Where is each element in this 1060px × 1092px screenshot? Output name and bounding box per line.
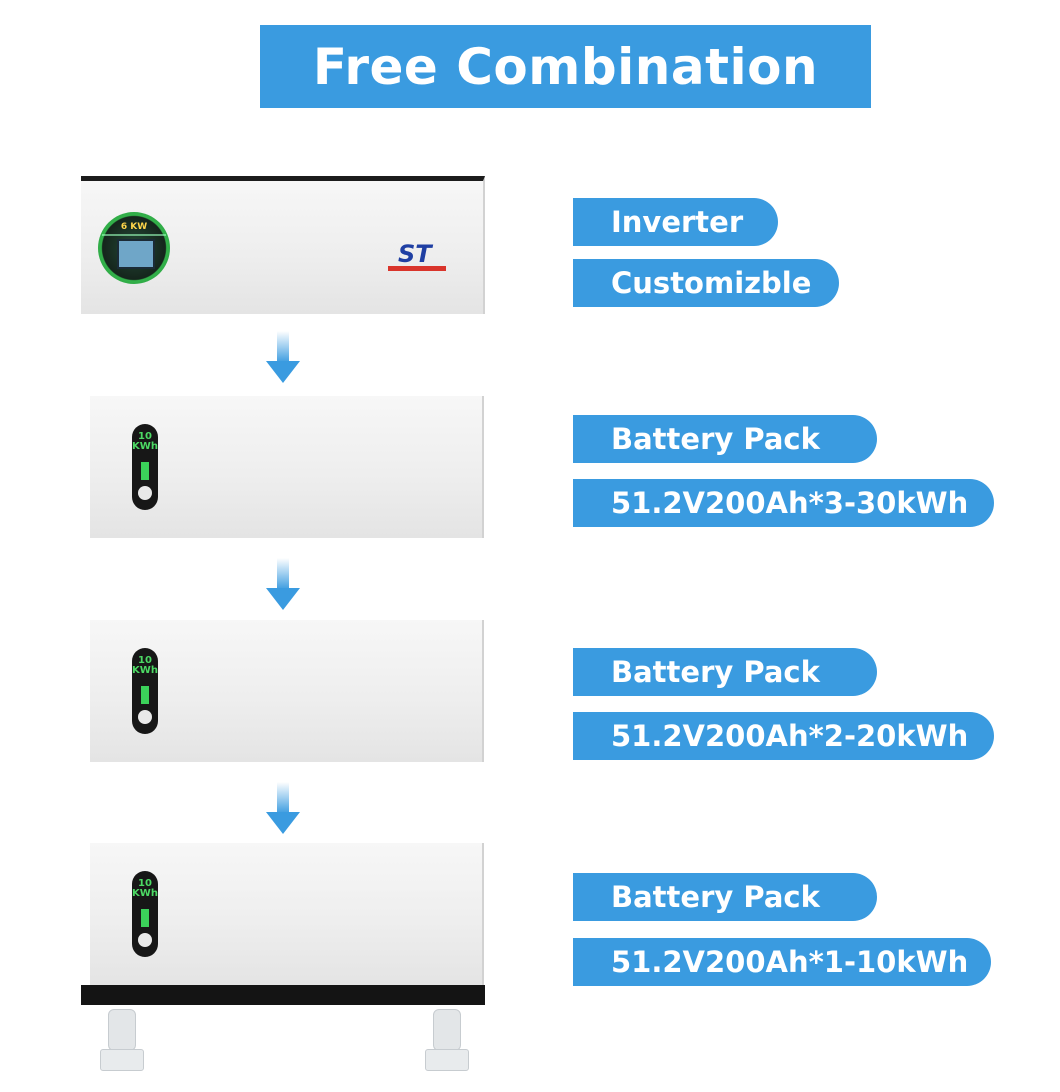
arrow-down-icon xyxy=(266,782,300,834)
power-button-icon xyxy=(138,486,152,500)
battery-pack-spec: 51.2V200Ah*2-20kWh xyxy=(573,712,994,760)
battery-indicator-icon: 10 KWh xyxy=(132,871,158,957)
battery-module-label: 10 KWh xyxy=(132,655,158,676)
power-button-icon xyxy=(138,933,152,947)
battery-module-image: 10 KWh xyxy=(90,396,484,538)
page-title: Free Combination xyxy=(260,25,871,108)
inverter-screen xyxy=(117,239,155,269)
inverter-kw-label: 6 KW xyxy=(120,222,148,232)
battery-level-bar xyxy=(141,462,149,480)
stack-base xyxy=(81,985,485,1005)
battery-pack-label: Battery Pack xyxy=(573,648,877,696)
brand-logo-stripe xyxy=(388,266,446,271)
battery-module-label: 10 KWh xyxy=(132,431,158,452)
brand-logo-text: ST xyxy=(398,240,432,268)
inverter-display-icon: 6 KW xyxy=(98,212,170,284)
caster-wheel-icon xyxy=(425,1005,469,1073)
inverter-unit-image: 6 KW ST xyxy=(81,176,485,314)
battery-pack-label: Battery Pack xyxy=(573,873,877,921)
battery-indicator-icon: 10 KWh xyxy=(132,424,158,510)
brand-logo: ST xyxy=(388,240,446,274)
arrow-down-icon xyxy=(266,558,300,610)
battery-module-image: 10 KWh xyxy=(90,843,484,985)
inverter-customizable-label: Customizble xyxy=(573,259,839,307)
power-button-icon xyxy=(138,710,152,724)
battery-pack-spec: 51.2V200Ah*3-30kWh xyxy=(573,479,994,527)
inverter-subline xyxy=(102,234,166,236)
battery-level-bar xyxy=(141,909,149,927)
battery-module-label: 10 KWh xyxy=(132,878,158,899)
battery-level-bar xyxy=(141,686,149,704)
caster-wheel-icon xyxy=(100,1005,144,1073)
battery-pack-spec: 51.2V200Ah*1-10kWh xyxy=(573,938,991,986)
arrow-down-icon xyxy=(266,331,300,383)
battery-indicator-icon: 10 KWh xyxy=(132,648,158,734)
inverter-label: Inverter xyxy=(573,198,778,246)
battery-module-image: 10 KWh xyxy=(90,620,484,762)
battery-pack-label: Battery Pack xyxy=(573,415,877,463)
